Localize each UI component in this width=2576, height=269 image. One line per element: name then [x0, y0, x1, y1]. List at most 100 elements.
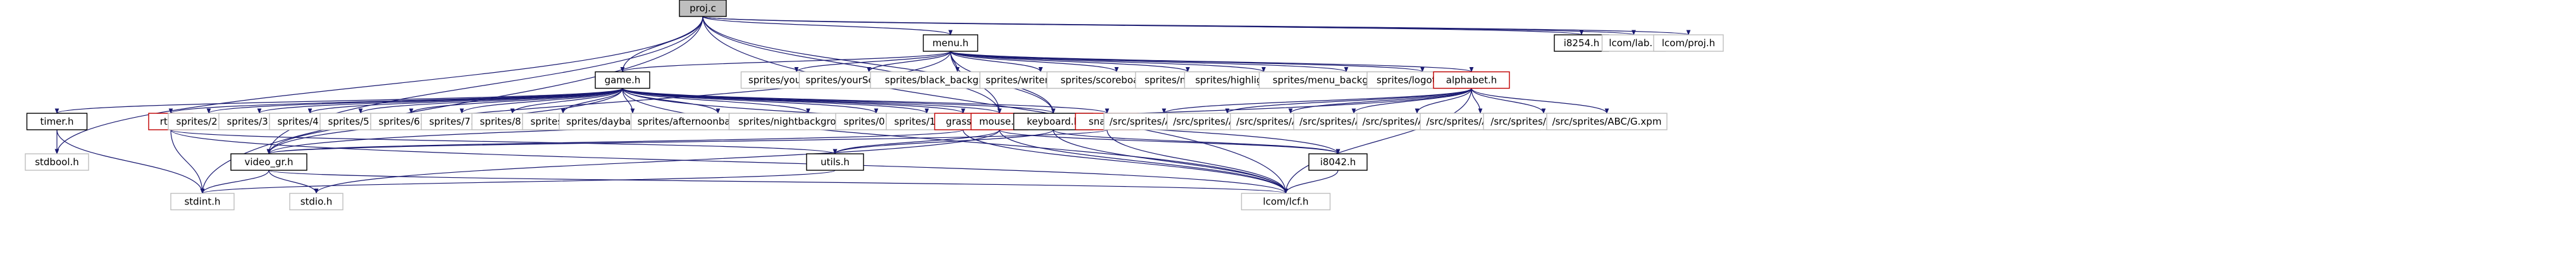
node-menu-h[interactable]: menu.h	[922, 34, 979, 52]
include-edge	[268, 170, 319, 194]
node-label: timer.h	[40, 116, 74, 127]
node-alphabet-h[interactable]: alphabet.h	[1433, 71, 1510, 89]
include-edge	[950, 51, 1190, 73]
include-edge	[622, 88, 1288, 194]
node-stdbool-h[interactable]: stdbool.h	[25, 153, 89, 171]
node-label: menu.h	[932, 37, 969, 49]
include-edge	[257, 87, 623, 114]
include-edge	[702, 16, 1002, 114]
include-edge	[794, 51, 951, 73]
include-edge	[268, 170, 1288, 194]
include-edge	[622, 87, 1002, 114]
include-edge	[510, 88, 623, 114]
node-proj-c[interactable]: proj.c	[679, 0, 727, 17]
node-i8254-h[interactable]: i8254.h	[1554, 34, 1609, 52]
include-edge	[314, 129, 1000, 194]
node-abc-g[interactable]: /src/sprites/ABC/G.xpm	[1546, 113, 1668, 130]
include-edge	[702, 16, 1690, 35]
include-edge	[1284, 170, 1339, 194]
include-edge	[702, 16, 1288, 194]
node-utils-h[interactable]: utils.h	[806, 153, 864, 171]
include-edge	[56, 129, 205, 194]
include-edge	[833, 129, 1000, 154]
include-edge	[170, 129, 205, 194]
include-edge	[560, 88, 623, 114]
include-edge	[1225, 87, 1472, 114]
node-box	[1308, 153, 1368, 171]
node-label: stdio.h	[300, 196, 333, 208]
node-label: lcom/proj.h	[1662, 37, 1715, 49]
include-edge	[1161, 87, 1472, 114]
include-edge	[1288, 87, 1472, 114]
include-edge	[307, 87, 623, 114]
node-game-h[interactable]: game.h	[595, 71, 650, 89]
node-box	[170, 192, 235, 211]
include-edge	[1284, 88, 1472, 194]
node-label: /src/sprites/ABC/G.xpm	[1552, 116, 1662, 127]
include-edge	[1471, 88, 1483, 114]
include-edge	[950, 51, 1473, 73]
node-label: i8042.h	[1320, 156, 1356, 168]
node-label: lcom/lab.h	[1609, 37, 1658, 49]
include-edge	[833, 129, 1054, 154]
include-edge	[459, 88, 623, 114]
node-label: lcom/lcf.h	[1263, 196, 1308, 208]
node-box	[1433, 71, 1510, 89]
include-edge	[999, 129, 1341, 154]
include-edge	[702, 16, 953, 35]
include-edge	[267, 129, 964, 154]
node-stdint-h[interactable]: stdint.h	[170, 192, 235, 211]
node-box	[26, 113, 88, 130]
node-stdio-h[interactable]: stdio.h	[289, 192, 344, 211]
include-edge	[867, 51, 951, 73]
include-edge	[54, 16, 703, 154]
include-edge	[267, 129, 1108, 154]
node-box	[595, 71, 650, 89]
file-nodes: proj.c menu.h i8254.h lcom/lab.h lcom/proj.h…	[25, 0, 1724, 211]
node-box	[1241, 192, 1331, 211]
node-box	[1653, 34, 1724, 52]
include-edge	[1106, 129, 1288, 194]
include-edge	[962, 129, 1288, 194]
include-edge	[1471, 88, 1546, 114]
include-edge	[950, 51, 1425, 73]
node-video-gr-h[interactable]: video_gr.h	[230, 153, 307, 171]
include-edge	[702, 16, 1056, 114]
include-edge	[950, 51, 1119, 73]
include-edge	[622, 87, 810, 114]
node-label: proj.c	[690, 3, 716, 14]
node-i8042-h[interactable]: i8042.h	[1308, 153, 1368, 171]
include-edge	[620, 51, 951, 73]
node-lcom-proj-h[interactable]: lcom/proj.h	[1653, 34, 1724, 52]
node-label: stdint.h	[184, 196, 220, 208]
include-edge	[1053, 129, 1288, 194]
node-label: utils.h	[820, 156, 850, 168]
include-edge	[1471, 88, 1609, 114]
node-box	[922, 34, 979, 52]
node-box	[289, 192, 344, 211]
node-label: stdbool.h	[35, 156, 79, 168]
include-edge	[999, 129, 1288, 194]
node-label: keyboard.h	[1027, 116, 1080, 127]
node-box	[230, 153, 307, 171]
node-label: mouse.h	[979, 116, 1020, 127]
dependency-edges	[54, 16, 1690, 194]
node-box	[25, 153, 89, 171]
node-label: alphabet.h	[1446, 75, 1497, 86]
include-edge	[622, 87, 879, 114]
include-edge	[1351, 88, 1472, 114]
include-edge	[358, 87, 623, 114]
include-edge	[200, 170, 269, 194]
node-lcom-lcf-h[interactable]: lcom/lcf.h	[1241, 192, 1331, 211]
node-box	[806, 153, 864, 171]
include-edge	[950, 51, 1349, 73]
include-edge	[950, 51, 1266, 73]
node-abc-d[interactable]: /src/sprites/ABC/D.xpm	[1356, 113, 1478, 130]
node-label: i8254.h	[1564, 37, 1600, 49]
node-label: game.h	[605, 75, 641, 86]
include-edge	[409, 87, 623, 114]
include-edge	[54, 87, 623, 114]
node-box	[679, 0, 727, 17]
node-timer-h[interactable]: timer.h	[26, 113, 88, 130]
